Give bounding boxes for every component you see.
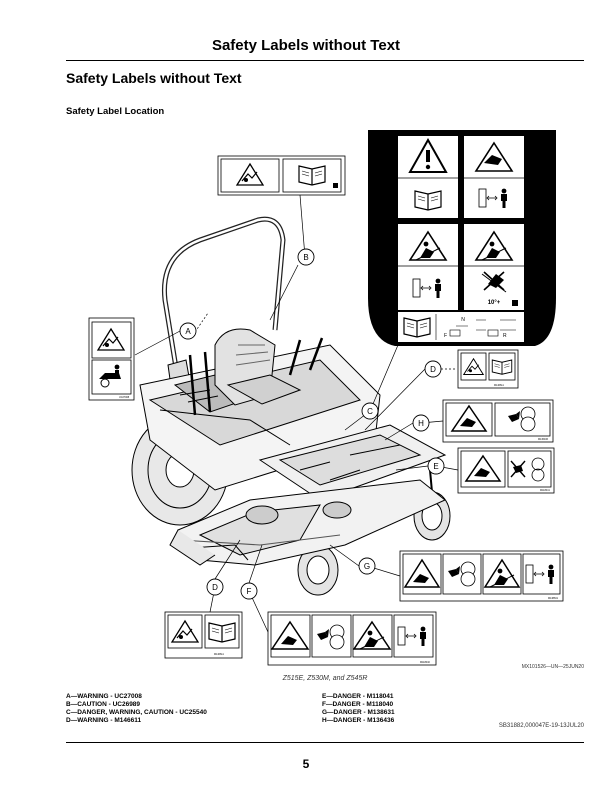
page-header: Safety Labels without Text bbox=[211, 37, 401, 54]
angle-label: 10°+ bbox=[488, 300, 501, 306]
label-f: M118040 bbox=[267, 611, 437, 666]
legend-item: E—DANGER - M118041 bbox=[322, 693, 394, 700]
top-warning-label: 10°+ N F R bbox=[368, 130, 556, 346]
callout-d-right: D bbox=[430, 365, 436, 374]
leader-lines bbox=[134, 194, 459, 633]
blade-icon bbox=[474, 141, 514, 172]
book-icon bbox=[298, 165, 326, 186]
legend-right: E—DANGER - M118041 F—DANGER - M118040 G—… bbox=[322, 693, 395, 725]
document-id: SB31882,000047E-19-13JUL20 bbox=[498, 723, 584, 729]
section-title: Safety Labels without Text bbox=[66, 70, 242, 86]
legend-item: A—WARNING - UC27008 bbox=[66, 693, 142, 700]
blade-hazard-icon bbox=[450, 404, 488, 432]
thrown-object-icon bbox=[483, 558, 521, 588]
label-h: M136436 bbox=[442, 399, 554, 443]
mower-rider-icon bbox=[99, 364, 121, 388]
figure-caption: Z515E, Z530M, and Z545R bbox=[282, 675, 368, 682]
legend-item: H—DANGER - M136436 bbox=[322, 717, 395, 724]
legend-item: G—DANGER - M138631 bbox=[322, 709, 395, 716]
neutral-label: N bbox=[461, 317, 465, 323]
label-b bbox=[217, 155, 346, 196]
callout-b: B bbox=[303, 253, 308, 262]
callout-f: F bbox=[247, 587, 252, 596]
slope-icon bbox=[408, 230, 448, 261]
header-rule bbox=[66, 60, 584, 61]
sub-title: Safety Label Location bbox=[66, 106, 165, 117]
legend-item: D—WARNING - M146611 bbox=[66, 717, 142, 724]
thrown-object-icon bbox=[352, 620, 392, 650]
label-code: M118041 bbox=[540, 489, 550, 492]
label-code: M146611 bbox=[214, 653, 224, 656]
slope-icon bbox=[474, 230, 514, 261]
callout-e: E bbox=[433, 462, 438, 471]
callout-a: A bbox=[185, 327, 191, 336]
warning-triangle-icon bbox=[408, 137, 448, 173]
page-number: 5 bbox=[302, 757, 310, 771]
label-code: UC27008 bbox=[119, 396, 130, 399]
label-code: M118040 bbox=[420, 661, 430, 664]
callout-c: C bbox=[367, 407, 373, 416]
book-icon bbox=[414, 190, 442, 211]
figure-id: MX101526—UN—25JUN20 bbox=[521, 664, 584, 670]
rollover-icon bbox=[481, 271, 507, 293]
no-hands-blade-icon bbox=[510, 457, 545, 482]
book-icon bbox=[208, 622, 236, 643]
legend-item: C—DANGER, WARNING, CAUTION - UC25540 bbox=[66, 709, 207, 716]
label-d-left: M146611 bbox=[164, 611, 243, 659]
label-code: M136436 bbox=[538, 438, 549, 441]
legend-left: A—WARNING - UC27008 B—CAUTION - UC26989 … bbox=[66, 693, 207, 725]
book-icon bbox=[403, 317, 431, 338]
label-e: M118041 bbox=[457, 447, 555, 494]
callout-h: H bbox=[418, 419, 424, 428]
callout-d-left: D bbox=[212, 583, 218, 592]
label-d-right: M146611 bbox=[457, 349, 519, 389]
label-a: UC27008 bbox=[88, 317, 135, 401]
mower-illustration bbox=[131, 216, 451, 596]
legend-item: F—DANGER - M118040 bbox=[322, 701, 394, 708]
label-code: M138631 bbox=[548, 597, 559, 600]
callout-g: G bbox=[364, 562, 370, 571]
forward-label: F bbox=[444, 333, 447, 339]
callout-group: B A C D H E G D F bbox=[179, 248, 445, 600]
label-g: M138631 bbox=[399, 550, 564, 602]
footer-rule bbox=[66, 742, 584, 743]
legend-item: B—CAUTION - UC26989 bbox=[66, 701, 141, 708]
reverse-label: R bbox=[503, 333, 507, 339]
blade-hazard-icon bbox=[464, 454, 502, 482]
blade-hazard-icon bbox=[270, 620, 310, 650]
label-code: M146611 bbox=[494, 384, 504, 387]
blade-hazard-icon bbox=[403, 558, 441, 588]
